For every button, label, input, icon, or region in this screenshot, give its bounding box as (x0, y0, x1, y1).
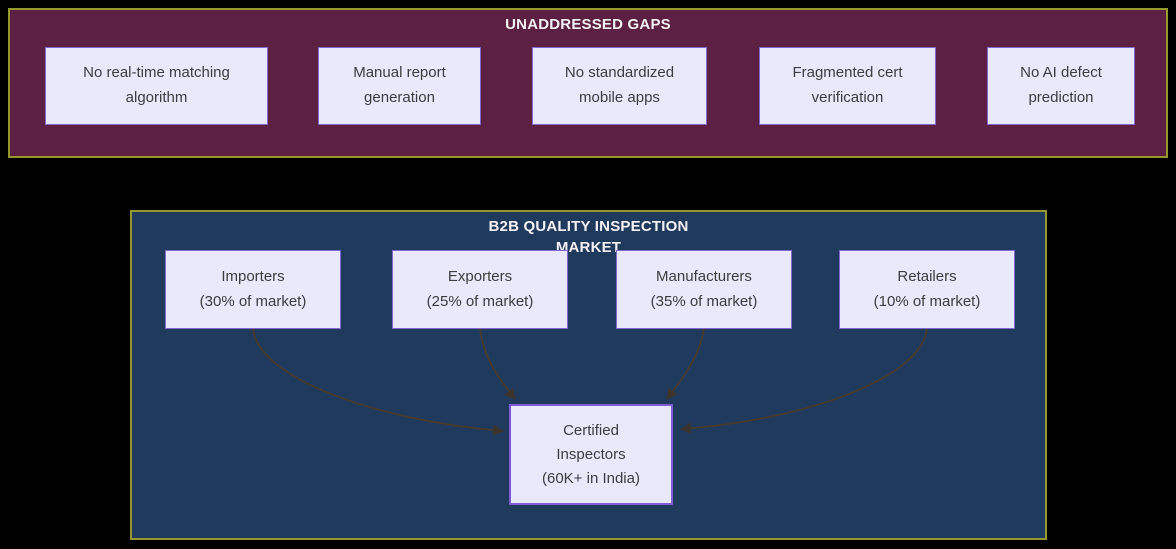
gap-node-ai-defect: No AI defect prediction (987, 47, 1135, 125)
gap-node-cert-verification: Fragmented cert verification (759, 47, 936, 125)
gap-node-realtime-matching: No real-time matching algorithm (45, 47, 268, 125)
edge-exporters-to-inspectors (479, 327, 516, 400)
gap-node-mobile-apps: No standardized mobile apps (532, 47, 707, 125)
market-node-manufacturers: Manufacturers (35% of market) (616, 250, 792, 329)
market-node-exporters: Exporters (25% of market) (392, 250, 568, 329)
edge-retailers-to-inspectors (679, 327, 928, 434)
gap-node-manual-reports: Manual report generation (318, 47, 481, 125)
market-node-importers: Importers (30% of market) (165, 250, 341, 329)
edge-importers-to-inspectors (252, 327, 505, 436)
unaddressed-gaps-title: UNADDRESSED GAPS (505, 16, 671, 33)
market-node-certified-inspectors: Certified Inspectors (60K+ in India) (509, 404, 673, 505)
edge-manufacturers-to-inspectors (666, 327, 705, 400)
market-node-retailers: Retailers (10% of market) (839, 250, 1015, 329)
unaddressed-gaps-panel: UNADDRESSED GAPS No real-time matching a… (8, 8, 1168, 158)
b2b-market-panel: B2B QUALITY INSPECTION MARKET Importers … (130, 210, 1047, 540)
